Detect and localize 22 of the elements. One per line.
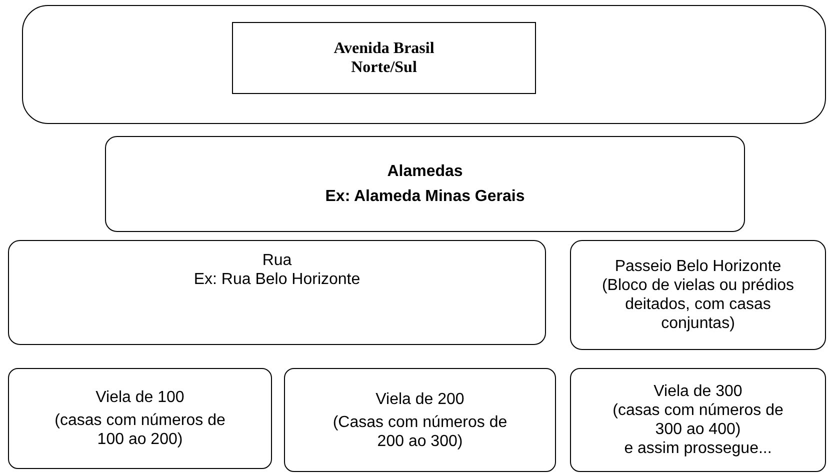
text-box [232, 22, 536, 94]
node-text: (Bloco de vielas ou prédios deitados, com casas conjuntas) [600, 276, 796, 333]
node-heading: Rua [262, 251, 292, 270]
text-box [8, 368, 272, 469]
node-heading: Viela de 200 [376, 390, 464, 408]
node-heading: Viela de 300 [654, 382, 742, 401]
text-box [570, 240, 826, 350]
node-text: (casas com números de 300 ao 400) [612, 401, 784, 439]
node-text: Ex: Rua Belo Horizonte [194, 270, 360, 289]
rounded-box [22, 5, 826, 124]
node-text: (Casas com números de 200 ao 300) [332, 412, 508, 450]
node-heading: Viela de 100 [96, 388, 184, 407]
text-box [105, 136, 745, 232]
node-heading: Alamedas [387, 162, 463, 181]
node-heading: Avenida Brasil Norte/Sul [332, 39, 436, 77]
text-box [284, 368, 556, 472]
node-text: Ex: Alameda Minas Gerais [325, 187, 525, 206]
node-text: (casas com números de 100 ao 200) [54, 411, 226, 449]
node-text: e assim prossegue... [624, 439, 772, 458]
node-heading: Passeio Belo Horizonte [614, 257, 782, 276]
text-box [570, 368, 826, 472]
text-box [8, 240, 546, 345]
